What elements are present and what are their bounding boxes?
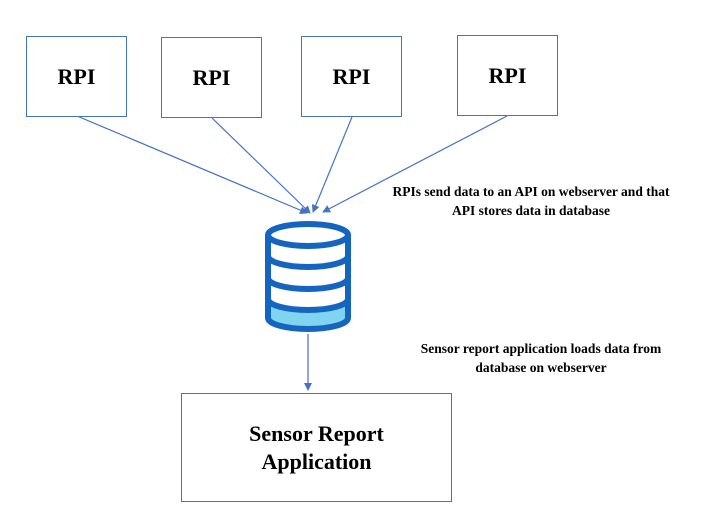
app-title-line-2: Application — [261, 448, 372, 474]
rpi-node-label: RPI — [332, 63, 371, 89]
arrow-rpi-1-to-db — [76, 115, 308, 214]
rpi-node-1: RPI — [26, 36, 127, 117]
arrow-rpi-4-to-db — [322, 115, 508, 213]
annotation-line: database on webserver — [475, 360, 607, 375]
arrow-rpi-3-to-db — [311, 116, 353, 213]
annotation-line: Sensor report application loads data fro… — [420, 341, 662, 356]
sensor-report-application-node: Sensor Report Application — [181, 393, 452, 502]
rpi-node-3: RPI — [301, 36, 402, 117]
rpi-node-2: RPI — [161, 37, 262, 118]
rpi-node-label: RPI — [192, 64, 231, 90]
app-title-line-1: Sensor Report — [249, 420, 384, 446]
rpi-node-4: RPI — [457, 35, 558, 116]
rpi-node-label: RPI — [57, 63, 96, 89]
send-data-annotation: RPIs send data to an API on webserver an… — [372, 182, 690, 220]
load-data-annotation: Sensor report application loads data fro… — [396, 339, 686, 377]
annotation-line: RPIs send data to an API on webserver an… — [392, 184, 670, 199]
arrow-rpi-2-to-db — [211, 117, 311, 214]
annotation-line: API stores data in database — [451, 203, 610, 218]
rpi-node-label: RPI — [488, 62, 527, 88]
database-icon — [265, 221, 351, 332]
